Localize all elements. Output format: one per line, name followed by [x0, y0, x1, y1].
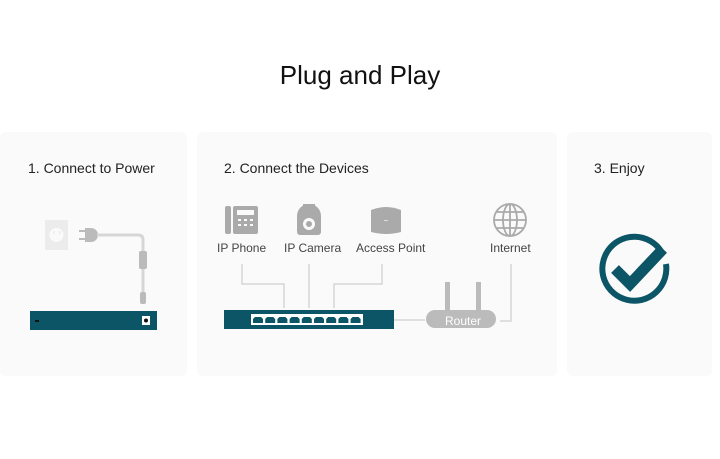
- connection-lines: [241, 264, 512, 322]
- power-illustration: [30, 220, 157, 330]
- switch-port: [326, 317, 337, 323]
- switch-port: [338, 317, 349, 323]
- step-card-enjoy: 3. Enjoy: [567, 132, 712, 376]
- step-card-devices: 2. Connect the Devices: [197, 132, 557, 376]
- step-title: 2. Connect the Devices: [224, 160, 369, 176]
- power-adapter: [139, 251, 147, 269]
- outlet-icon: [45, 220, 68, 250]
- globe-icon: [493, 203, 527, 237]
- devices-illustration: [224, 203, 527, 329]
- power-cable: [97, 233, 145, 304]
- device-label-ip-camera: IP Camera: [284, 241, 342, 255]
- switch-port: [314, 317, 324, 323]
- access-point-icon: [371, 207, 401, 234]
- plug-icon: [79, 228, 98, 242]
- switch-port: [277, 317, 288, 323]
- camera-icon: [297, 204, 321, 235]
- router-label: Router: [445, 314, 482, 328]
- switch-port: [265, 317, 276, 323]
- step-card-power: 1. Connect to Power: [0, 132, 187, 376]
- page-title: Plug and Play: [279, 60, 441, 90]
- step-title: 3. Enjoy: [594, 160, 645, 176]
- device-label-ip-phone: IP Phone: [217, 241, 267, 255]
- check-circle-icon: [599, 233, 670, 304]
- switch-port: [289, 317, 300, 323]
- switch-icon: [224, 310, 394, 329]
- router-icon: [426, 282, 496, 328]
- device-label-access-point: Access Point: [356, 241, 426, 255]
- enjoy-illustration: [599, 233, 670, 304]
- switch-port: [301, 317, 312, 323]
- switch-port: [253, 317, 263, 323]
- phone-icon: [225, 206, 258, 234]
- switch-icon: [30, 311, 157, 330]
- power-connector: [140, 292, 146, 304]
- step-title: 1. Connect to Power: [28, 160, 155, 176]
- device-label-internet: Internet: [490, 241, 531, 255]
- switch-port: [350, 317, 361, 323]
